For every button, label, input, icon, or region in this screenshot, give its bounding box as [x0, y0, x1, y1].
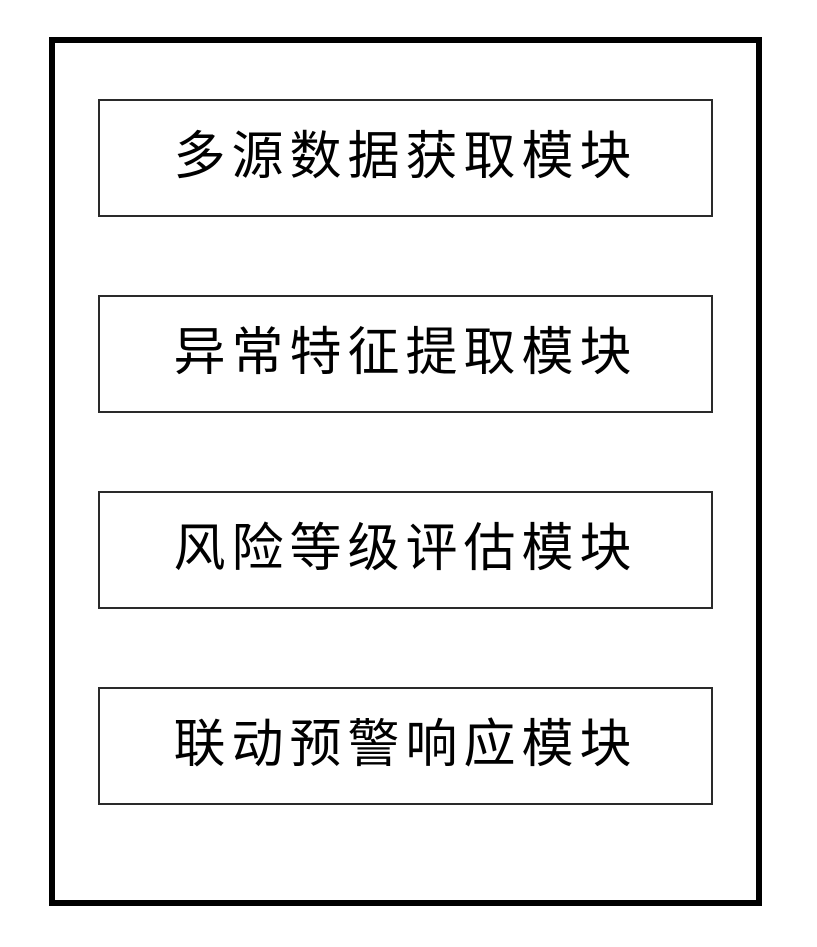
module-label: 异常特征提取模块 [173, 325, 638, 382]
module-box-risk-level-assessment: 风险等级评估模块 [98, 491, 713, 609]
module-box-multi-source-data-acquisition: 多源数据获取模块 [98, 99, 713, 217]
module-label: 风险等级评估模块 [173, 521, 638, 578]
module-label: 联动预警响应模块 [173, 717, 638, 774]
module-label: 多源数据获取模块 [173, 129, 638, 186]
diagram-outer-frame: 多源数据获取模块 异常特征提取模块 风险等级评估模块 联动预警响应模块 [49, 37, 762, 906]
module-box-linkage-warning-response: 联动预警响应模块 [98, 687, 713, 805]
module-box-abnormal-feature-extraction: 异常特征提取模块 [98, 295, 713, 413]
